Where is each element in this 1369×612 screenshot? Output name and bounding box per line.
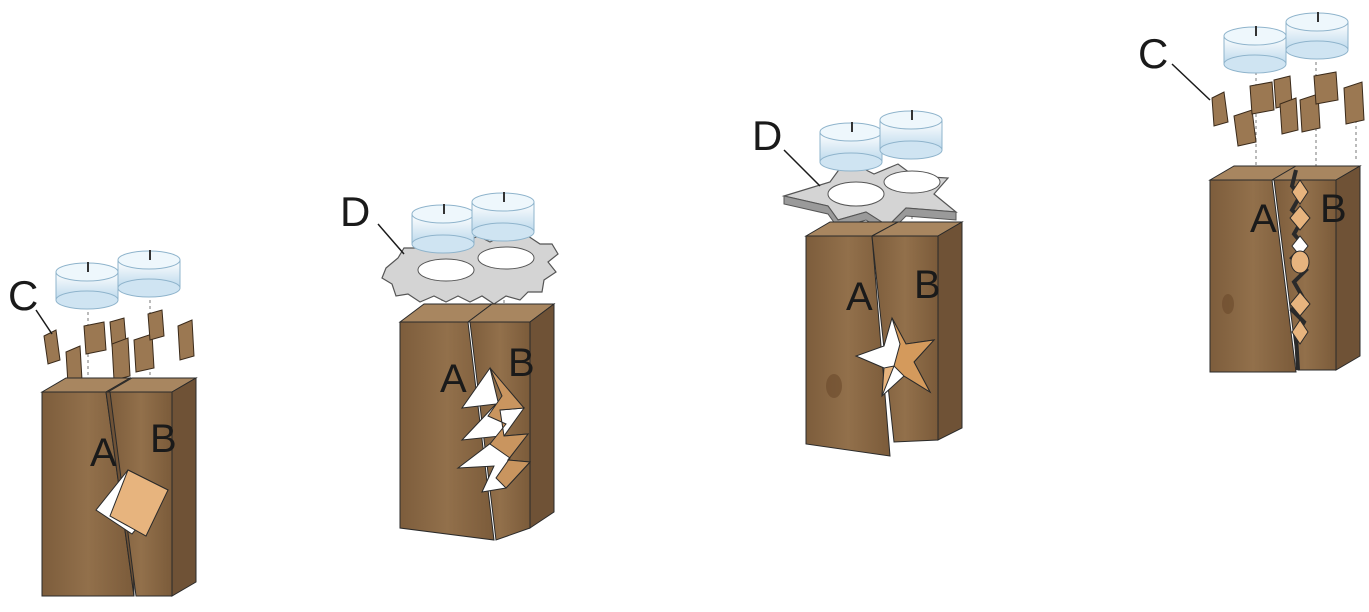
label-b: B xyxy=(914,263,941,307)
figure-tree: D A B xyxy=(340,188,559,541)
wood-knot xyxy=(1222,294,1234,314)
tealight-right xyxy=(1285,12,1349,60)
cutout-tree xyxy=(456,366,532,493)
label-leader xyxy=(35,309,53,335)
figure-star: D A B xyxy=(752,110,964,457)
figure-square: C A B xyxy=(8,250,198,597)
label-b: B xyxy=(1320,187,1347,231)
wood-knot xyxy=(826,374,842,398)
tealight-left xyxy=(411,204,475,254)
label-d: D xyxy=(340,188,370,235)
spacer-pieces xyxy=(43,309,195,385)
label-a: A xyxy=(1250,197,1277,241)
label-b: B xyxy=(508,341,535,385)
guide-lines xyxy=(1255,50,1357,176)
label-leader xyxy=(783,149,821,187)
label-d: D xyxy=(752,112,782,159)
tealight-right xyxy=(879,110,943,160)
holder-star xyxy=(781,159,958,235)
spacer-pieces xyxy=(1211,71,1365,147)
label-a: A xyxy=(90,431,117,475)
label-a: A xyxy=(440,357,467,401)
block-a xyxy=(1208,165,1298,373)
label-c: C xyxy=(1138,30,1168,77)
label-b: B xyxy=(150,417,177,461)
tealight-left xyxy=(1223,26,1287,74)
cutout-square xyxy=(95,469,169,537)
cutout-zigzag xyxy=(1289,169,1311,371)
label-leader xyxy=(377,223,405,255)
block-b xyxy=(1270,165,1362,371)
cutout-star xyxy=(854,316,936,398)
holder-gear xyxy=(381,235,559,305)
figure-zigzag: C A B xyxy=(1138,12,1365,373)
label-leader xyxy=(1171,63,1211,101)
tealight-right xyxy=(117,250,181,298)
tealight-left xyxy=(55,262,119,310)
label-a: A xyxy=(846,275,873,319)
tealight-left xyxy=(819,122,883,172)
block-a xyxy=(398,303,495,541)
tealight-right xyxy=(471,192,535,242)
label-c: C xyxy=(8,272,38,319)
